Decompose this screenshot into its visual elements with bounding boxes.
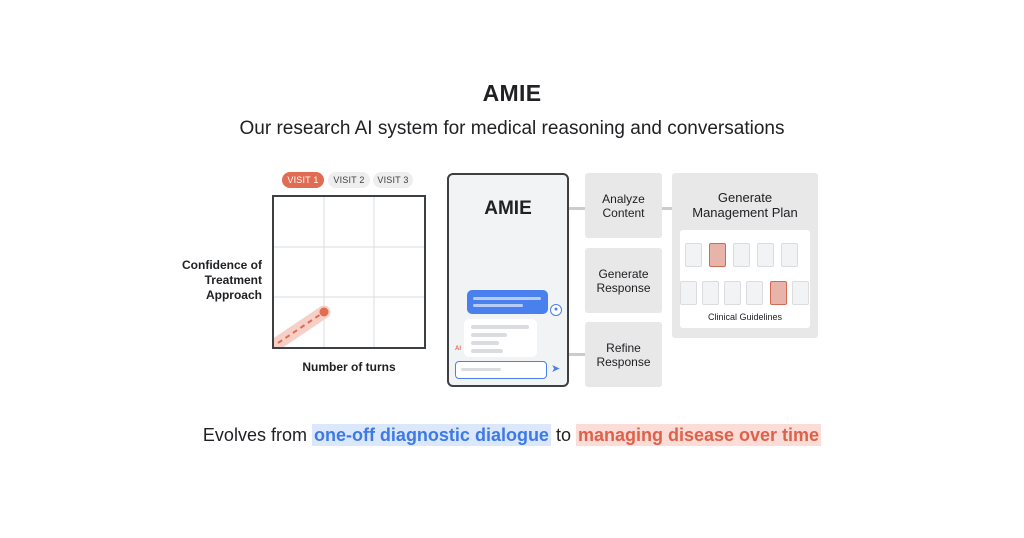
- trend-line: [277, 311, 325, 344]
- statement-middle: to: [550, 425, 576, 445]
- document-icon: [685, 243, 702, 267]
- document-icon: [781, 243, 798, 267]
- document-icon: [709, 243, 726, 267]
- document-icon: [770, 281, 787, 305]
- clinical-guidelines-label: Clinical Guidelines: [707, 312, 783, 322]
- generate-response-label: Generate Response: [596, 266, 651, 295]
- confidence-chart: [272, 195, 426, 349]
- page-subtitle: Our research AI system for medical reaso…: [239, 118, 785, 139]
- connector-refine: [569, 353, 585, 356]
- document-icon: [724, 281, 741, 305]
- disease-management-highlight: managing disease over time: [575, 424, 822, 446]
- send-icon[interactable]: ➤: [551, 363, 561, 375]
- user-icon: ●: [550, 304, 562, 316]
- chart-y-axis-label: Confidence of Treatment Approach: [182, 258, 262, 302]
- visit-tab-1: VISIT 1: [282, 172, 324, 188]
- document-icon: [792, 281, 809, 305]
- page-title: AMIE: [482, 80, 542, 106]
- user-message-bubble: [467, 290, 548, 314]
- chat-input[interactable]: [455, 361, 547, 379]
- refine-response-box: Refine Response: [585, 322, 662, 387]
- document-icon: [757, 243, 774, 267]
- connector-analyze: [569, 207, 585, 210]
- diagnostic-dialogue-highlight: one-off diagnostic dialogue: [311, 424, 551, 446]
- document-icon: [733, 243, 750, 267]
- analyze-content-box: Analyze Content: [585, 173, 662, 238]
- visit-tab-2: VISIT 2: [328, 172, 370, 188]
- statement-prefix: Evolves from: [202, 425, 312, 445]
- management-plan-title: Generate Management Plan: [692, 190, 798, 220]
- trend-point: [319, 307, 329, 317]
- document-icon: [702, 281, 719, 305]
- chart-grid: [274, 197, 424, 347]
- ai-badge: AI: [455, 346, 461, 352]
- document-icon: [680, 281, 697, 305]
- ai-message-bubble: [464, 319, 537, 357]
- refine-response-label: Refine Response: [596, 340, 651, 369]
- evolution-statement: Evolves from one-off diagnostic dialogue…: [0, 424, 1024, 446]
- connector-management: [662, 207, 672, 210]
- generate-response-box: Generate Response: [585, 248, 662, 313]
- phone-title: AMIE: [484, 198, 532, 219]
- visit-tab-3: VISIT 3: [373, 172, 413, 188]
- chart-x-axis-label: Number of turns: [302, 360, 396, 374]
- document-icon: [746, 281, 763, 305]
- analyze-content-label: Analyze Content: [602, 191, 645, 220]
